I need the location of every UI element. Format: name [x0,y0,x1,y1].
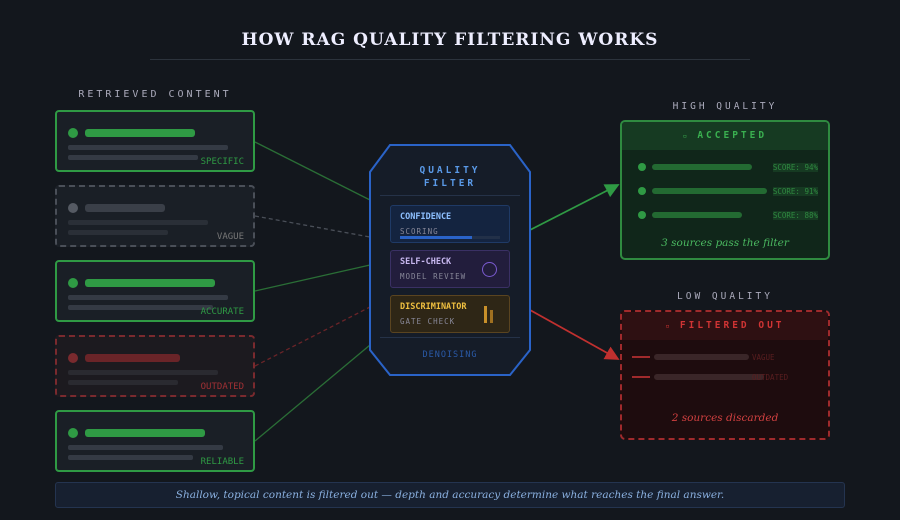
card-tag: ACCURATE [200,307,244,317]
connector-outdated [254,306,371,367]
confidence-bar [400,236,472,239]
quality-filter: QUALITY FILTER CONFIDENCE SCORING SELF-C… [370,145,530,375]
accepted-header: ACCEPTED [697,130,768,141]
title-divider [150,59,750,60]
card-tag: OUTDATED [200,382,244,392]
headline-bar [85,129,195,137]
arrow-filtered [529,309,620,360]
connector-specific [254,141,371,201]
connector-reliable [254,344,371,442]
connector-vague [254,215,371,238]
filtered-panel: ▫ FILTERED OUT VAGUE OUTDATED 2 sources … [620,310,830,440]
card-reliable: RELIABLE [55,410,255,472]
high-quality-label: HIGH QUALITY [672,101,778,112]
filtered-summary: 2 sources discarded [671,412,779,424]
score: SCORE: 94% [772,163,818,172]
connector-accurate [254,264,371,292]
score: SCORE: 88% [772,211,818,220]
stage-discriminator: DISCRIMINATOR GATE CHECK [390,295,510,333]
page-title: HOW RAG QUALITY FILTERING WORKS [241,30,659,50]
caption: Shallow, topical content is filtered out… [55,482,845,508]
score: SCORE: 91% [772,187,818,196]
arrow-accepted [529,184,620,231]
filtered-header: FILTERED OUT [679,320,785,331]
filter-title-2: FILTER [423,178,477,189]
accepted-panel: ▫ ACCEPTED SCORE: 94% SCORE: 91% SCORE: … [620,120,830,260]
gate-icon [484,306,487,323]
card-tag: VAGUE [216,232,244,242]
card-tag: RELIABLE [200,457,244,467]
retrieved-content-label: RETRIEVED CONTENT [78,89,232,100]
filter-footer: DENOISING [422,350,478,360]
card-outdated: OUTDATED [55,335,255,397]
refresh-icon [482,262,497,277]
reject-reason: VAGUE [752,353,775,362]
card-vague: VAGUE [55,185,255,247]
stage-confidence: CONFIDENCE SCORING [390,205,510,243]
card-specific: SPECIFIC [55,110,255,172]
low-quality-label: LOW QUALITY [677,291,773,302]
stage-self-check: SELF-CHECK MODEL REVIEW [390,250,510,288]
accepted-summary: 3 sources pass the filter [661,237,789,249]
filter-title-1: QUALITY [419,165,481,176]
card-accurate: ACCURATE [55,260,255,322]
status-dot [68,128,78,138]
reject-reason: OUTDATED [752,373,789,382]
card-tag: SPECIFIC [200,157,244,167]
